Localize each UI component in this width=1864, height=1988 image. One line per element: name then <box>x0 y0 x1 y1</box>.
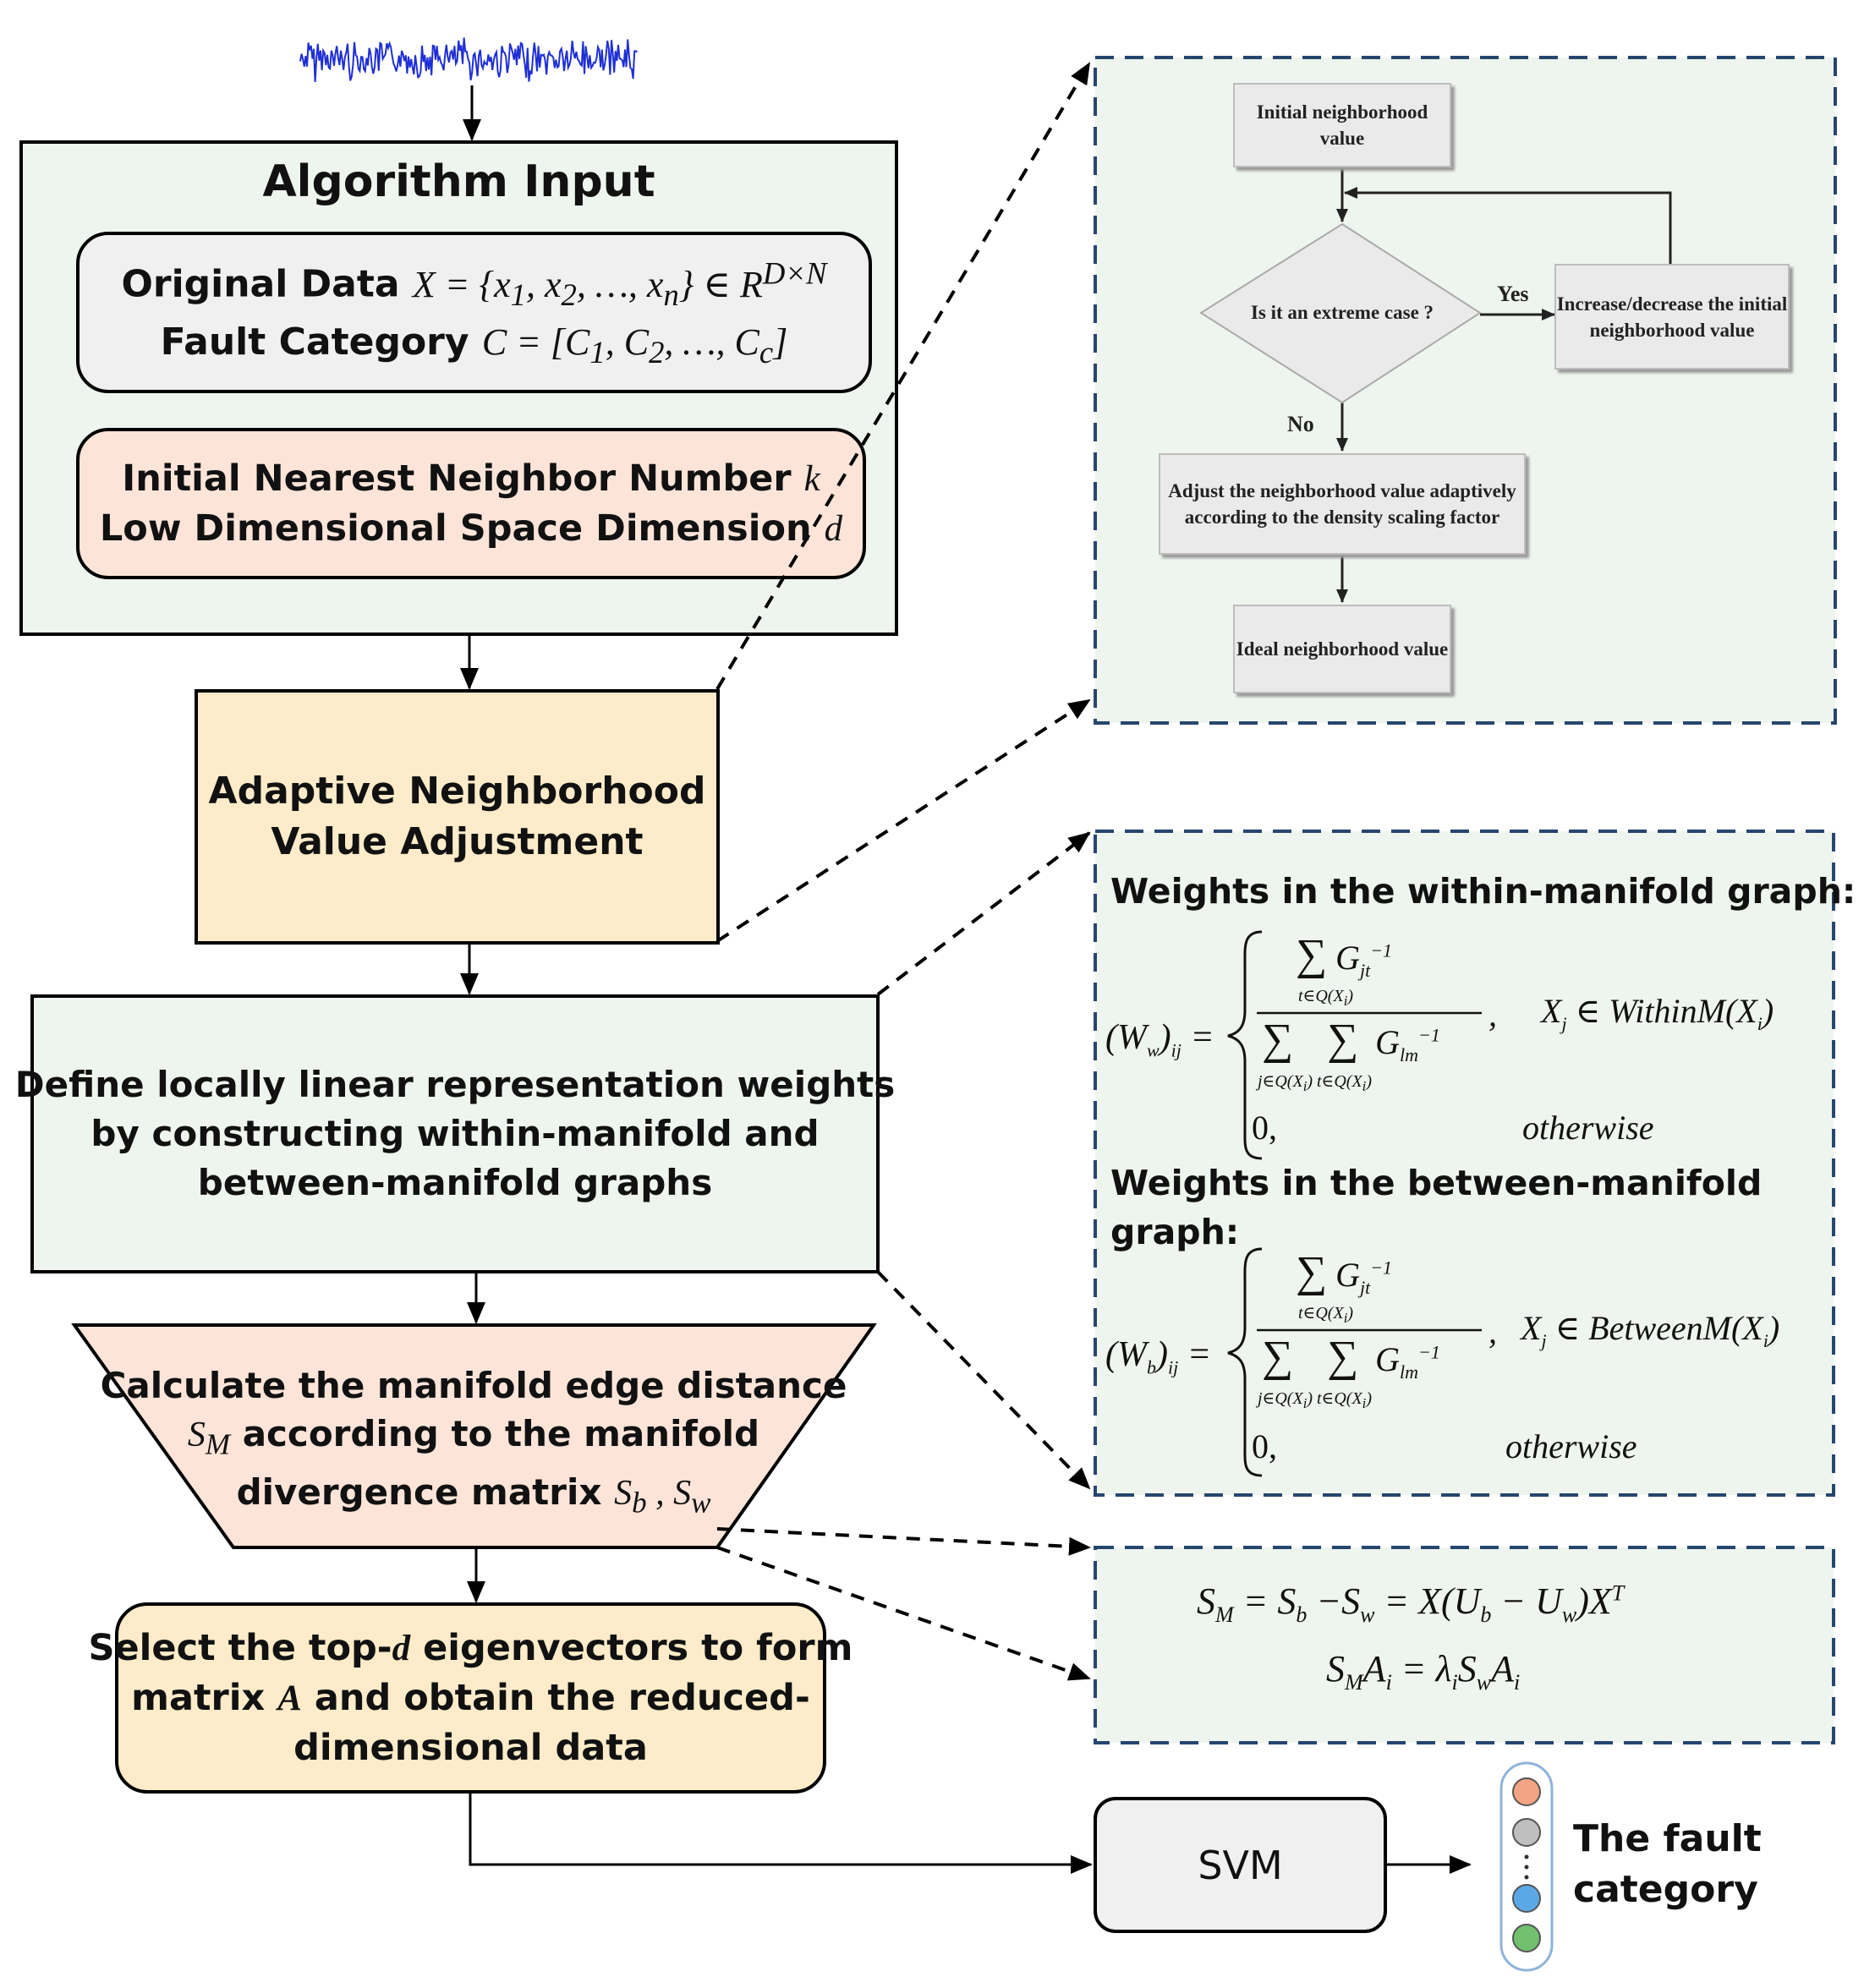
original-data-text: Original Data X = {x1, x2, …, xn} ∈ RD×N… <box>78 245 870 381</box>
adaptive-neighborhood-text: Adaptive Neighborhood Value Adjustment <box>196 691 718 943</box>
original-data-line: Original Data X = {x1, x2, …, xn} ∈ RD×N <box>121 255 827 312</box>
between-comma: , <box>1488 1312 1497 1350</box>
formula-line2: SMAi = λiSwAi <box>1326 1648 1521 1695</box>
fault-category-output-label: The fault category <box>1573 1817 1762 1911</box>
output-ellipsis-dot <box>1524 1865 1529 1870</box>
fc-no-label: No <box>1287 412 1314 436</box>
output-ellipsis-dot <box>1524 1854 1529 1859</box>
within-brace <box>1227 930 1263 1160</box>
fc-increase-box: Increase/decrease the initial neighborho… <box>1554 264 1790 370</box>
select-line2: matrix A and obtain the reduced- <box>131 1677 810 1719</box>
calc-line3: divergence matrix Sb , Sw <box>236 1471 711 1520</box>
between-brace <box>1227 1247 1263 1477</box>
formulas-panel <box>1094 1546 1835 1744</box>
define-line2: by constructing within-manifold and <box>90 1113 820 1154</box>
fc-decision-text: Is it an extreme case ? <box>1250 302 1434 323</box>
dashed-connector-2 <box>715 698 1091 943</box>
d-symbol: d <box>824 508 843 549</box>
calc-line1: Calculate the manifold edge distance <box>100 1364 847 1406</box>
calc-line2: SM according to the manifold <box>187 1412 760 1460</box>
between-numerator: ∑ Gjt−1 <box>1296 1248 1393 1298</box>
output-ellipsis-dot <box>1524 1875 1529 1880</box>
fc-adjust-box: Adjust the neighborhood value adaptively… <box>1159 453 1526 555</box>
algorithm-input-title: Algorithm Input <box>262 156 655 207</box>
arrow-select-to-svm <box>469 1792 1093 1874</box>
adaptive-line2: Value Adjustment <box>271 820 644 863</box>
within-denominator: ∑ ∑ Glm−1 <box>1262 1016 1440 1065</box>
svm-label: SVM <box>1198 1842 1283 1888</box>
calc-distance-text: Calculate the manifold edge distance SM … <box>101 1365 847 1522</box>
sm-symbol: SM <box>187 1415 231 1460</box>
original-data-box <box>76 232 872 393</box>
fault-category-line: Fault Category C = [C1, C2, …, Cc] <box>160 320 788 370</box>
output-node-green <box>1512 1924 1541 1952</box>
within-lhs: (Ww)ij = <box>1105 1018 1214 1061</box>
select-eigenvectors-text: Select the top-d eigenvectors to form ma… <box>89 1604 853 1792</box>
between-lhs: (Wb)ij = <box>1105 1335 1212 1378</box>
dashed-connector-6 <box>716 1546 1091 1681</box>
between-zero-case: 0, <box>1252 1427 1277 1465</box>
within-denominator-index: j∈Q(Xi) t∈Q(Xi) <box>1258 1072 1372 1094</box>
dashed-connector-1 <box>715 62 1091 691</box>
parameters-box <box>76 428 866 579</box>
between-otherwise: otherwise <box>1505 1427 1637 1465</box>
define-weights-box <box>30 994 880 1273</box>
weights-panel <box>1094 830 1835 1497</box>
neighbor-number-line: Initial Nearest Neighbor Number k <box>122 457 820 500</box>
within-condition: Xj ∈ WithinM(Xi) <box>1541 992 1774 1034</box>
dashed-connector-4 <box>876 1270 1091 1490</box>
adaptive-line1: Adaptive Neighborhood <box>208 769 706 813</box>
output-node-blue <box>1512 1884 1541 1913</box>
within-weights-title: Weights in the within-manifold graph: <box>1110 871 1856 912</box>
fault-category-formula: C = [C1, C2, …, Cc] <box>481 320 788 370</box>
fc-feedback-loop <box>1344 187 1672 264</box>
parameters-text: Initial Nearest Neighbor Number k Low Di… <box>78 438 864 569</box>
adaptive-neighborhood-box <box>195 689 720 945</box>
vibration-signal-icon <box>299 37 639 83</box>
dashed-connector-3 <box>876 831 1091 996</box>
dimension-line: Low Dimensional Space Dimension d <box>99 507 843 550</box>
define-line1: Define locally linear representation wei… <box>14 1064 896 1105</box>
output-node-orange <box>1512 1777 1541 1806</box>
flowchart-panel <box>1094 56 1837 725</box>
between-weights-title: Weights in the between-manifold graph: <box>1110 1163 1763 1252</box>
dashed-connector-5 <box>716 1527 1091 1556</box>
fc-decision-diamond <box>1199 222 1482 404</box>
original-data-formula: X = {x1, x2, …, xn} ∈ RD×N <box>412 255 827 312</box>
between-denominator-index: j∈Q(Xi) t∈Q(Xi) <box>1258 1389 1372 1411</box>
within-zero-case: 0, <box>1252 1109 1277 1147</box>
between-numerator-index: t∈Q(Xi) <box>1298 1304 1353 1326</box>
sb-sw-symbol: Sb , Sw <box>614 1474 711 1520</box>
fc-yes-label: Yes <box>1497 282 1529 306</box>
within-otherwise: otherwise <box>1522 1109 1654 1147</box>
between-condition: Xj ∈ BetweenM(Xi) <box>1521 1309 1780 1351</box>
within-numerator: ∑ Gjt−1 <box>1296 931 1393 981</box>
fc-ideal-box: Ideal neighborhood value <box>1233 605 1451 693</box>
within-numerator-index: t∈Q(Xi) <box>1298 987 1353 1009</box>
select-line1: Select the top-d eigenvectors to form <box>88 1627 853 1669</box>
define-line3: between-manifold graphs <box>197 1162 713 1203</box>
formula-line1: SM = Sb −Sw = X(Ub − Uw)XT <box>1197 1580 1625 1627</box>
output-node-gray <box>1512 1818 1541 1847</box>
between-denominator: ∑ ∑ Glm−1 <box>1262 1333 1440 1383</box>
within-comma: , <box>1488 995 1497 1033</box>
define-weights-text: Define locally linear representation wei… <box>15 996 895 1272</box>
k-symbol: k <box>803 458 820 499</box>
select-line3: dimensional data <box>293 1727 648 1769</box>
svm-box <box>1094 1797 1387 1933</box>
signal-trace <box>299 37 639 83</box>
fc-initial-box: Initial neighborhood value <box>1233 83 1451 167</box>
